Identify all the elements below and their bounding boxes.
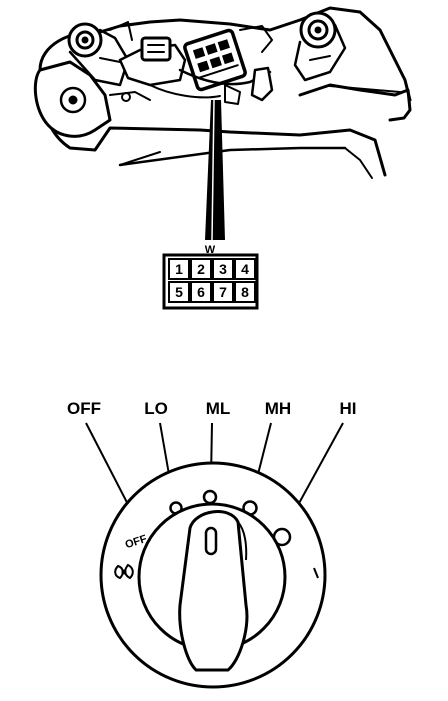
pin-cell-4	[234, 258, 256, 280]
pin-number-2: 2	[197, 261, 205, 277]
fan-icon	[114, 563, 134, 580]
pin-number-8: 8	[241, 284, 249, 300]
pin-number-1: 1	[175, 261, 183, 277]
blower-assembly	[33, 6, 412, 179]
knob-pointer-slot	[204, 526, 218, 556]
pin-cell-5	[168, 281, 190, 303]
small-connector	[140, 36, 172, 62]
pin-cell-6	[190, 281, 212, 303]
connector-key-mark: W	[205, 244, 216, 256]
pin-number-7: 7	[219, 284, 227, 300]
knob-grip	[178, 510, 249, 672]
switch-position-labels: OFF LO ML MH HI	[67, 399, 357, 418]
label-lo: LO	[144, 399, 168, 418]
connector-leader	[205, 100, 225, 240]
pin-number-5: 5	[175, 284, 183, 300]
pin-cell-7	[212, 281, 234, 303]
pin-cell-2	[190, 258, 212, 280]
label-ml: ML	[206, 399, 231, 418]
pin-cell-8	[234, 281, 256, 303]
label-mh: MH	[265, 399, 291, 418]
pin-number-6: 6	[197, 284, 205, 300]
indicator-ml	[202, 489, 218, 505]
label-off: OFF	[67, 399, 101, 418]
main-harness-connector	[183, 28, 247, 92]
pin-cell-3	[212, 258, 234, 280]
pin-number-3: 3	[219, 261, 227, 277]
pin-cell-1	[168, 258, 190, 280]
pin-number-4: 4	[241, 261, 249, 277]
blower-switch: OFF	[99, 461, 327, 689]
label-hi: HI	[340, 399, 357, 418]
